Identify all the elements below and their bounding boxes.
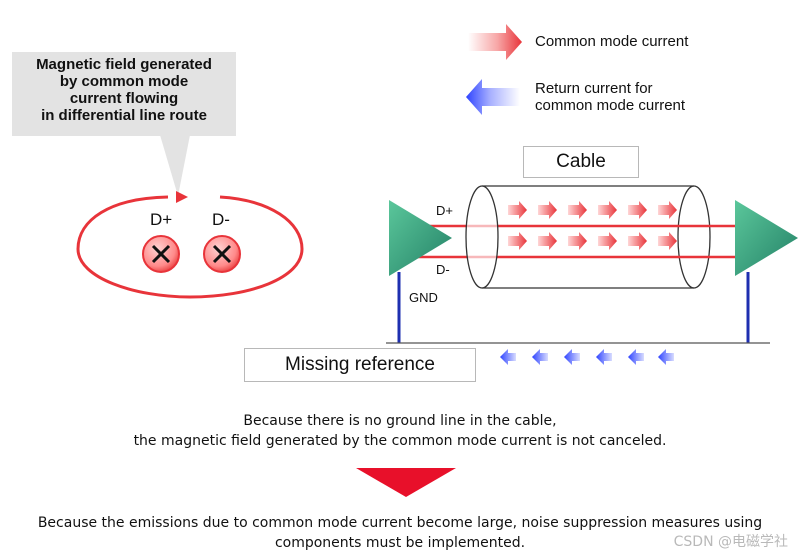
legend-return-line-2: common mode current (535, 97, 686, 114)
callout-text: Magnetic field generated by common mode … (14, 56, 234, 124)
cm-arrow-bot-4-icon (598, 232, 617, 250)
left-driver-icon (389, 200, 452, 276)
magnetic-field-loop (76, 191, 304, 299)
cm-arrow-top-6-icon (658, 201, 677, 219)
right-dminus-label: D- (436, 262, 450, 277)
watermark-text: CSDN @电磁学社 (673, 534, 788, 550)
cm-arrow-top-2-icon (538, 201, 557, 219)
cm-arrow-bot-6-icon (658, 232, 677, 250)
callout-line-2: by common mode (59, 73, 189, 90)
caption-1-line-2: the magnetic field generated by the comm… (133, 433, 667, 449)
return-current-arrow-icon (466, 79, 520, 115)
return-current-arrows (500, 349, 674, 365)
loop-arrowhead-icon (176, 191, 188, 203)
callout-line-1: Magnetic field generated (36, 56, 212, 73)
cm-arrow-top-4-icon (598, 201, 617, 219)
caption-2-line-2: components must be implemented. (274, 535, 526, 551)
cm-arrow-bot-1-icon (508, 232, 527, 250)
cm-arrow-bot-5-icon (628, 232, 647, 250)
return-arrow-3-icon (564, 349, 580, 365)
caption-1-line-1: Because there is no ground line in the c… (243, 413, 557, 429)
cm-arrow-bot-3-icon (568, 232, 587, 250)
return-arrow-5-icon (628, 349, 644, 365)
cm-arrow-top-3-icon (568, 201, 587, 219)
cable-cylinder (482, 185, 711, 289)
right-driver-icon (735, 200, 798, 276)
legend-return-line-1: Return current for (535, 80, 653, 97)
gnd-lines (386, 272, 770, 344)
return-arrow-2-icon (532, 349, 548, 365)
left-dminus-label: D- (212, 210, 230, 229)
gnd-label: GND (409, 290, 438, 305)
cm-arrow-top-5-icon (628, 201, 647, 219)
missing-reference-label: Missing reference (244, 348, 476, 382)
left-dplus-label: D+ (150, 210, 173, 229)
return-arrow-4-icon (596, 349, 612, 365)
callout-bubble (12, 52, 236, 196)
legend-common-mode-label: Common mode current (535, 33, 689, 50)
down-arrow-icon (356, 468, 456, 497)
callout-line-4: in differential line route (41, 107, 207, 124)
dplus-conductor-icon (142, 235, 180, 273)
cable-label: Cable (523, 146, 639, 178)
cable-front-cap (465, 185, 499, 289)
common-mode-arrow-icon (468, 24, 522, 60)
cm-arrow-top-1-icon (508, 201, 527, 219)
return-arrow-6-icon (658, 349, 674, 365)
return-arrow-1-icon (500, 349, 516, 365)
callout-line-3: current flowing (69, 90, 179, 107)
cm-arrow-bot-2-icon (538, 232, 557, 250)
right-dplus-label: D+ (436, 203, 453, 218)
common-mode-current-arrows (508, 201, 677, 250)
caption-2-line-1: Because the emissions due to common mode… (37, 515, 763, 531)
dminus-conductor-icon (203, 235, 241, 273)
